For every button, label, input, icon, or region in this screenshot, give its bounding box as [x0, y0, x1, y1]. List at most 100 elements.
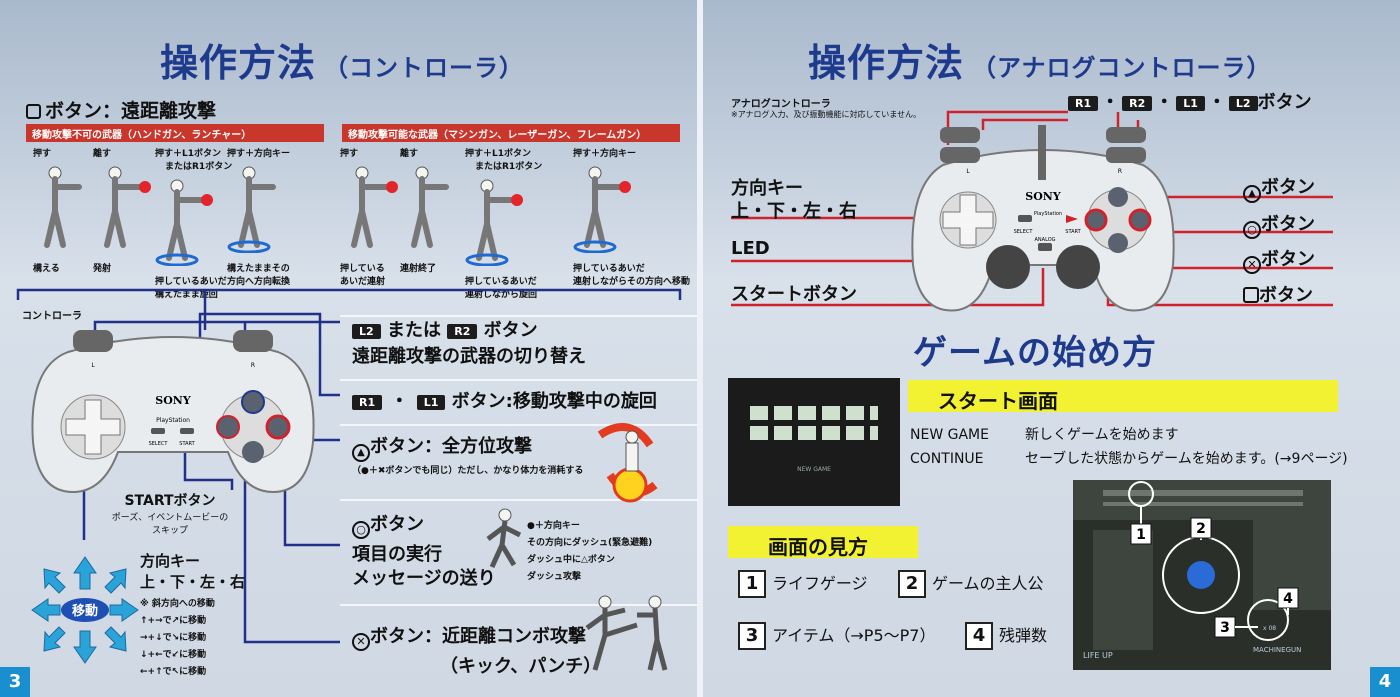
column-result: 押している: [340, 264, 385, 274]
square-label-right: ボタン: [1243, 281, 1313, 307]
stick-figure: [44, 166, 82, 248]
column-result-2: 連射しながらその方向へ移動: [573, 277, 691, 287]
legend-number: 1: [738, 570, 766, 598]
column-action: 押す: [340, 149, 359, 159]
legend-text: ライフゲージ: [772, 574, 868, 593]
right-title-sub: （アナログコントローラ）: [972, 54, 1272, 82]
column-result: 構える: [33, 264, 60, 274]
triangle-button-icon-right: [1108, 187, 1128, 207]
dir-title: 方向キー: [140, 552, 201, 570]
svg-text:R: R: [251, 362, 255, 369]
cross-label-right: ✕ボタン: [1243, 245, 1315, 274]
column-action: 押す＋L1ボタン: [465, 149, 531, 159]
menu-desc: セーブした状態からゲームを始めます。(→9ページ): [1025, 451, 1348, 467]
column-result-2: 構えたまま旋回: [155, 290, 218, 300]
column-result: 押しているあいだ: [155, 277, 227, 287]
legend-text: ゲームの主人公: [932, 574, 1044, 593]
stick-figure: [465, 179, 523, 266]
column-result: 構えたままその: [227, 264, 290, 274]
right-page: 操作方法（アナログコントローラ） アナログコントローラ ※アナログ入力、及び振動…: [703, 0, 1400, 697]
diag-line: ↑+→で↗に移動: [140, 616, 207, 626]
left-title: 操作方法（コントローラ）: [160, 32, 524, 87]
screen-view-bar: 画面の見方: [728, 526, 918, 559]
triangle-icon-right: ▲: [1243, 185, 1261, 203]
dash-line: その方向にダッシュ(緊急避難): [527, 538, 653, 548]
l2r2-suffix: ボタン: [483, 320, 538, 341]
move-arrows-icon: 移動: [31, 556, 139, 664]
triangle-note: （●＋✖ボタンでも同じ）ただし、かなり体力を消耗する: [352, 466, 584, 476]
left-title-main: 操作方法: [160, 41, 317, 85]
legend-number: 4: [965, 622, 993, 650]
game-start-title: ゲームの始め方: [913, 333, 1157, 373]
analog-controller-diagram: SONY PlayStation SELECT START ANALOG L R: [911, 125, 1175, 312]
start-screen-bar: スタート画面: [908, 380, 1338, 413]
menu-key: CONTINUE: [910, 451, 984, 467]
action-column: 押す＋方向キー押しているあいだ連射しながらその方向へ移動: [573, 146, 691, 287]
spin-attack-figure: [597, 423, 658, 503]
action-column: 押す＋方向キー構えたままその方向へ方向転換: [227, 146, 307, 287]
stick-figure: [227, 166, 276, 253]
game-logo-top: [750, 406, 878, 420]
svg-text:SELECT: SELECT: [1014, 229, 1034, 235]
column-result: 連射終了: [400, 264, 437, 274]
start-screen-thumbnail: NEW GAME: [728, 378, 900, 506]
left-page: 操作方法（コントローラ） ボタン：遠距離攻撃 移動攻撃不可の武器（ハンドガン、ラ…: [0, 0, 697, 697]
l2-tag: L2: [352, 323, 381, 339]
controller-label: コントローラ: [22, 311, 82, 322]
dir-sub: 上・下・左・右: [140, 573, 246, 591]
svg-text:PlayStation: PlayStation: [156, 417, 190, 424]
circle-label-right: ○ボタン: [1243, 210, 1315, 239]
svg-text:ANALOG: ANALOG: [1035, 237, 1056, 243]
start-title: STARTボタン: [124, 493, 216, 509]
column-result-2: 連射しながら旋回: [465, 290, 538, 300]
r-shoulder-icon: [233, 330, 273, 352]
svg-text:PlayStation: PlayStation: [1034, 211, 1062, 217]
triangle-icon: ▲: [352, 444, 370, 462]
dash-figure: [486, 508, 522, 569]
legend-item: 4 残弾数: [965, 622, 1047, 650]
r2-tag: R2: [447, 323, 478, 339]
triangle-text: ボタン：全方位攻撃: [370, 436, 532, 457]
gutter: [697, 0, 703, 697]
l1-tag-right: L1: [1176, 95, 1205, 111]
start-screen-heading: スタート画面: [938, 389, 1058, 413]
gameplay-screenshot: 1 2 3 4 LIFE UP MACHINEGUN x 08: [1073, 480, 1331, 670]
cross-button-icon: [242, 441, 264, 463]
circle-button-icon: [265, 414, 291, 440]
r1l1-text: ボタン:移動攻撃中の旋回: [451, 391, 657, 412]
right-title: 操作方法（アナログコントローラ）: [808, 32, 1272, 87]
stick-figure: [155, 179, 213, 266]
action-column: 押す＋L1ボタンまたはR1ボタン押しているあいだ構えたまま旋回: [155, 146, 235, 300]
dir-label-2: 上・下・左・右: [731, 201, 857, 222]
l2r2-mid: または: [386, 320, 441, 341]
analog-label: アナログコントローラ: [731, 99, 831, 110]
r1-tag-right: R1: [1068, 95, 1099, 111]
square-heading: ボタン：遠距離攻撃: [26, 96, 216, 123]
start-button-note: STARTボタン ポーズ、イベントムービーの スキップ: [110, 490, 230, 536]
l1-tag: L1: [416, 394, 446, 410]
move-weapon-bar: 移動攻撃可能な武器（マシンガン、レーザーガン、フレームガン）: [342, 124, 680, 142]
start-line2: スキップ: [151, 526, 188, 536]
svg-text:L: L: [966, 168, 970, 175]
triangle-line: ▲ボタン：全方位攻撃: [352, 432, 532, 462]
no-move-weapon-bar: 移動攻撃不可の武器（ハンドガン、ランチャー）: [26, 124, 324, 142]
column-result: 押しているあいだ: [465, 277, 537, 287]
analog-note: ※アナログ入力、及び振動機能に対応していません。: [731, 110, 922, 119]
square-button-icon: [216, 415, 240, 439]
legend-text: 残弾数: [999, 626, 1048, 645]
l2r2-desc: 遠距離攻撃の武器の切り替え: [352, 346, 586, 367]
menu-row: CONTINUE セーブした状態からゲームを始めます。(→9ページ): [910, 448, 1348, 468]
column-result: 押しているあいだ: [573, 264, 645, 274]
column-action: 離す: [93, 149, 112, 159]
action-column: 押す構える: [33, 146, 113, 274]
screen-view-heading: 画面の見方: [768, 535, 868, 559]
svg-text:3: 3: [1220, 620, 1230, 636]
legend-number: 2: [898, 570, 926, 598]
dpad-icon: [65, 399, 121, 455]
r1-tag: R1: [352, 394, 383, 410]
kick-figure: [585, 595, 668, 671]
